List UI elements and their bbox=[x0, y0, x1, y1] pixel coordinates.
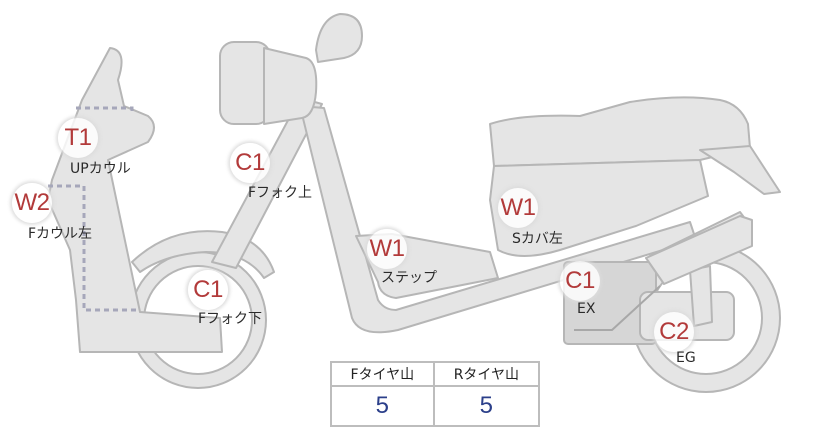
marker-code: C1 bbox=[230, 143, 270, 183]
front-cowl-dash bbox=[48, 184, 136, 312]
upper-cowl-dash bbox=[76, 106, 134, 114]
marker-code: C2 bbox=[654, 312, 694, 352]
marker-code: W2 bbox=[12, 183, 52, 223]
rear-tire-header: Rタイヤ山 bbox=[432, 361, 541, 387]
marker-label: EX bbox=[577, 301, 596, 317]
headlight-lens bbox=[219, 41, 271, 125]
exhaust-pipe bbox=[574, 285, 661, 331]
front-tire-header: Fタイヤ山 bbox=[330, 361, 435, 387]
marker-code: W1 bbox=[498, 188, 538, 228]
front-tire-value: 5 bbox=[330, 385, 435, 427]
tire-table-header-row: Fタイヤ山 Rタイヤ山 bbox=[330, 361, 541, 387]
seat bbox=[489, 96, 751, 167]
rear-shock bbox=[689, 265, 713, 327]
air-box bbox=[645, 215, 753, 285]
marker-label: Fフォク上 bbox=[248, 185, 313, 201]
marker-code: T1 bbox=[58, 118, 98, 158]
frame bbox=[299, 105, 697, 334]
headlight-housing bbox=[263, 47, 318, 125]
tail-cowl bbox=[699, 145, 781, 195]
marker-label: Sカバ左 bbox=[512, 231, 563, 247]
marker-label: Fカウル左 bbox=[28, 226, 93, 242]
marker-label: EG bbox=[676, 350, 696, 366]
tire-tread-table: Fタイヤ山 Rタイヤ山 5 5 bbox=[330, 361, 541, 427]
rear-tire-value: 5 bbox=[432, 385, 541, 427]
marker-label: Fフォク下 bbox=[198, 311, 263, 327]
marker-label: UPカウル bbox=[70, 161, 131, 177]
marker-code: W1 bbox=[367, 229, 407, 269]
marker-code: C1 bbox=[188, 270, 228, 310]
handle-cover bbox=[315, 13, 363, 63]
side-cover bbox=[489, 159, 709, 257]
marker-label: ステップ bbox=[381, 270, 437, 286]
marker-code: C1 bbox=[560, 261, 600, 301]
tire-table-value-row: 5 5 bbox=[330, 385, 541, 427]
